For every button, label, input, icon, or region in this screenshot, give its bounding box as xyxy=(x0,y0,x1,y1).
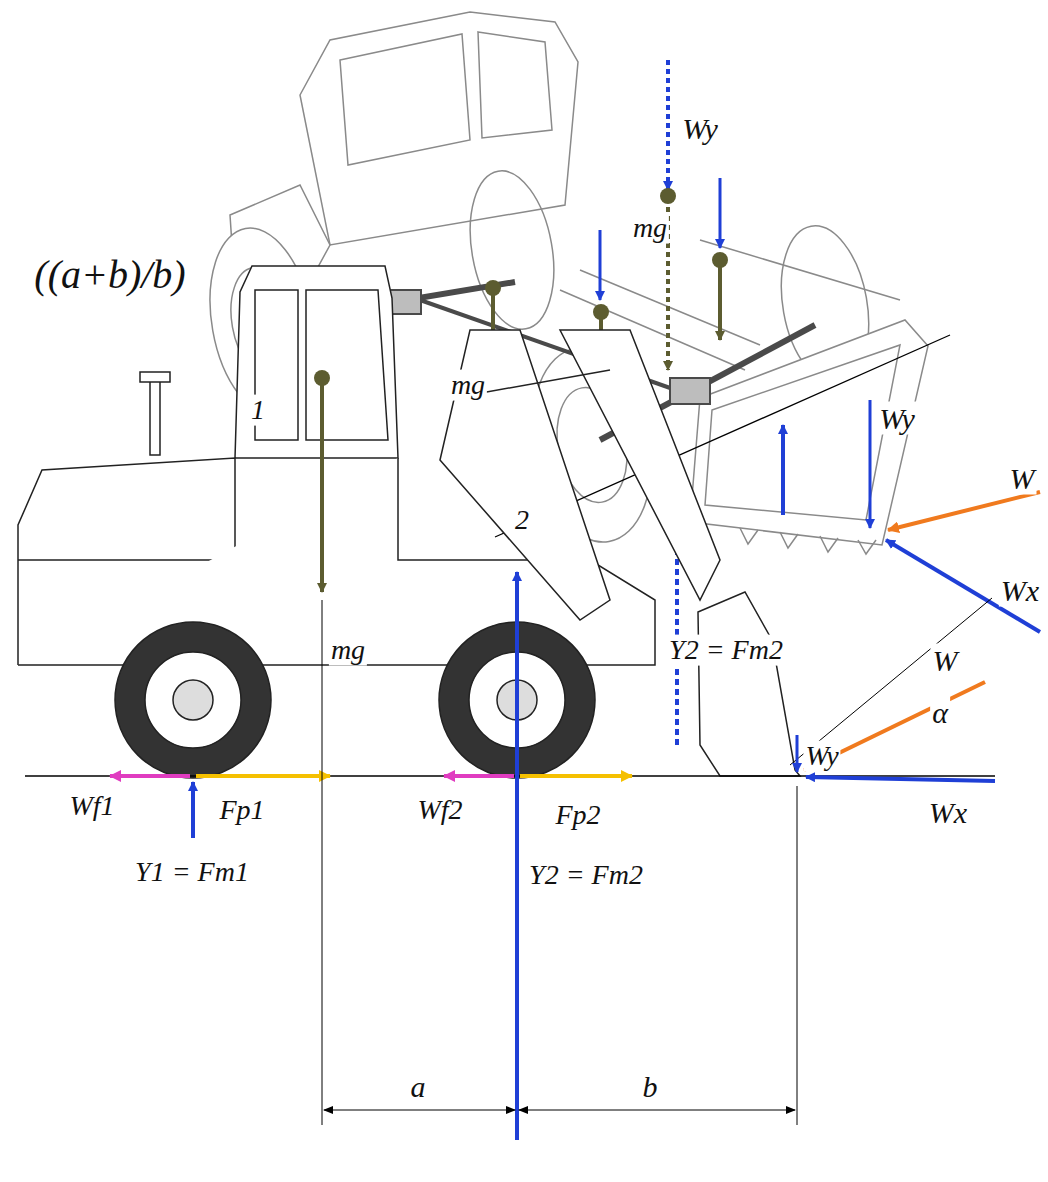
symbol-label: Y2 = Fm2 xyxy=(667,635,785,666)
symbol-label: Y1 = Fm1 xyxy=(133,857,251,888)
symbol-label: Fp2 xyxy=(553,800,602,831)
symbol-label: ((a+b)/b) xyxy=(32,253,187,297)
symbol-label: W xyxy=(1008,462,1037,495)
symbol-label: Wy xyxy=(680,112,720,145)
symbol-label: mg xyxy=(449,370,487,401)
symbol-label: a xyxy=(409,1070,428,1103)
symbol-label: Wx xyxy=(927,796,969,829)
symbol-label: b xyxy=(641,1070,660,1103)
symbol-label: Wx xyxy=(999,574,1041,607)
symbol-label: 2 xyxy=(513,505,531,536)
symbol-label: α xyxy=(930,696,950,729)
symbol-label: Y2 = Fm2 xyxy=(527,860,645,891)
symbol-label: W xyxy=(931,644,960,677)
symbol-label: Wf1 xyxy=(67,791,116,822)
dimension-lines xyxy=(322,600,797,1125)
symbol-label: mg xyxy=(631,213,669,244)
symbol-label: mg xyxy=(329,635,367,666)
side-loader xyxy=(18,266,800,778)
symbol-label: Wy xyxy=(877,402,917,435)
symbol-label: Wy xyxy=(803,741,840,772)
force-arrows-side xyxy=(110,370,995,1140)
symbol-label: Wf2 xyxy=(415,795,464,826)
symbol-label: 1 xyxy=(249,395,267,426)
symbol-label: Fp1 xyxy=(217,795,266,826)
